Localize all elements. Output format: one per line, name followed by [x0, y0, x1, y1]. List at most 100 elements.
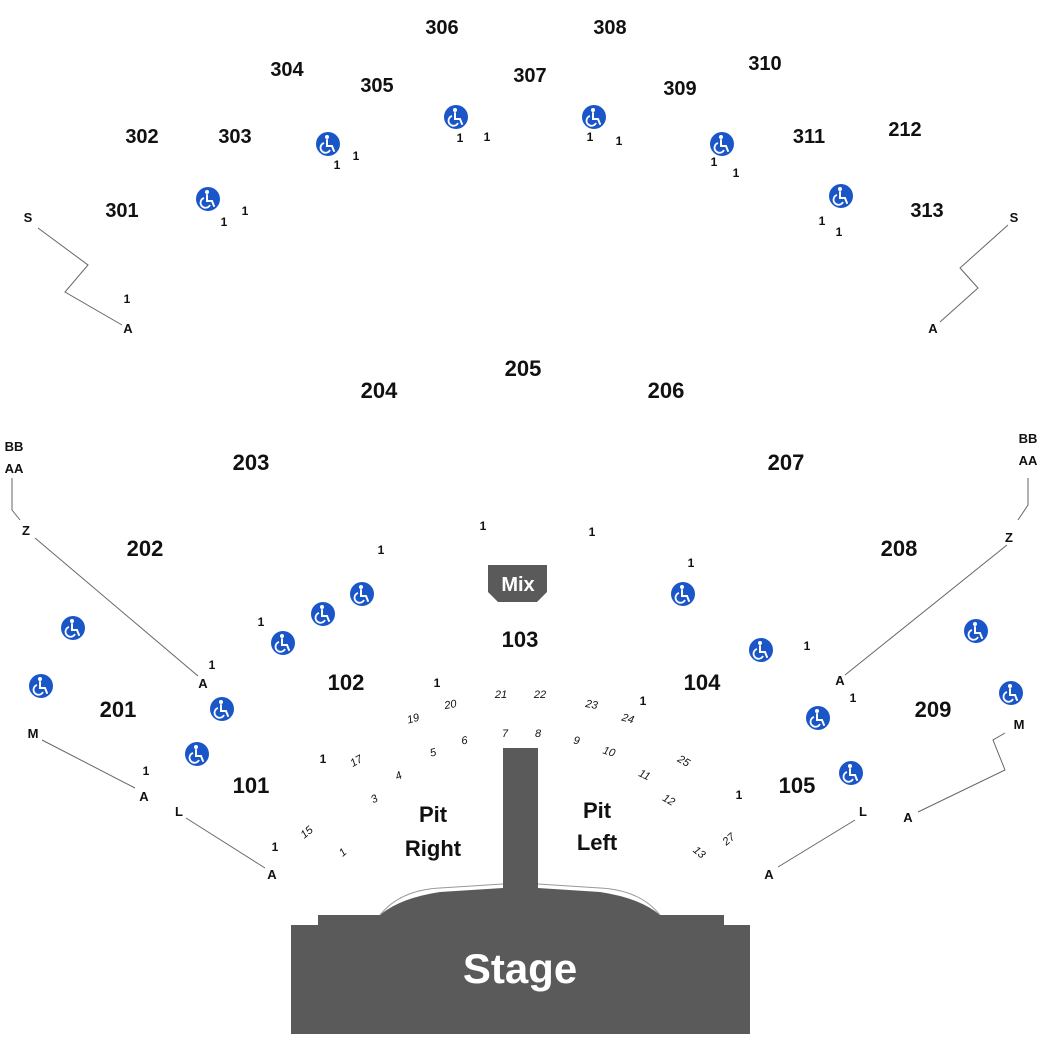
table-number: 24 [619, 711, 635, 726]
table-number: 11 [637, 767, 652, 783]
wheelchair-icon [310, 601, 336, 627]
wheelchair-icon [963, 618, 989, 644]
section-307[interactable]: 307 [513, 65, 546, 87]
table-number: 4 [393, 770, 404, 783]
row-label-a-101: A [267, 867, 277, 882]
pit-right-line2: Right [405, 836, 462, 861]
seat-1-label: 1 [819, 214, 826, 228]
mix-label: Mix [501, 574, 534, 596]
table-number: 22 [533, 689, 546, 701]
section-102[interactable]: 102 [328, 670, 365, 695]
seat-1-label: 1 [733, 166, 740, 180]
section-204[interactable]: 204 [361, 378, 398, 403]
wheelchair-icon [349, 581, 375, 607]
wheelchair-icon [838, 760, 864, 786]
row-guide-105 [777, 819, 856, 868]
section-303[interactable]: 303 [218, 126, 251, 148]
table-number: 12 [660, 792, 677, 809]
pit-left-line2: Left [577, 830, 618, 855]
pit-right[interactable]: Pit Right [405, 802, 462, 861]
seat-1-label: 1 [484, 130, 491, 144]
section-308[interactable]: 308 [593, 17, 626, 39]
seat-1-label: 1 [804, 639, 811, 653]
table-number: 6 [460, 734, 469, 747]
row-guide-208-top [1017, 478, 1029, 521]
section-206[interactable]: 206 [648, 378, 685, 403]
table-number: 23 [583, 698, 599, 712]
row-label-a-201: A [139, 789, 149, 804]
table-number: 10 [601, 745, 617, 760]
seat-1-label: 1 [242, 204, 249, 218]
wheelchair-icon [748, 637, 774, 663]
section-203[interactable]: 203 [233, 450, 270, 475]
row-label-l-105: L [859, 804, 867, 819]
seat-1-label: 1 [587, 130, 594, 144]
section-105[interactable]: 105 [779, 773, 816, 798]
section-104[interactable]: 104 [684, 670, 721, 695]
wheelchair-icon [195, 186, 221, 212]
row-guide-300-left [37, 227, 123, 326]
stage[interactable]: Stage [291, 748, 750, 1034]
section-313[interactable]: 313 [910, 200, 943, 222]
wheelchair-icon [805, 705, 831, 731]
table-number: 8 [535, 728, 542, 740]
wheelchair-icon [60, 615, 86, 641]
row-label-s-left: S [24, 210, 33, 225]
wheelchair-icon [209, 696, 235, 722]
section-101[interactable]: 101 [233, 773, 270, 798]
seat-1-label: 1 [589, 525, 596, 539]
row-guide-202 [34, 537, 199, 677]
row-label-a-300-right: A [928, 321, 938, 336]
table-number: 21 [494, 689, 507, 701]
row-guide-202-top [11, 478, 21, 521]
section-304[interactable]: 304 [270, 59, 304, 81]
wheelchair-icon [28, 673, 54, 699]
table-number: 13 [690, 844, 708, 862]
section-309[interactable]: 309 [663, 78, 696, 100]
section-201[interactable]: 201 [100, 697, 137, 722]
row-label-z-left: Z [22, 523, 30, 538]
seat-1-label: 1 [334, 158, 341, 172]
table-number: 3 [369, 792, 381, 806]
seat-1-label: 1 [850, 691, 857, 705]
row-label-bb-right: BB [1019, 431, 1038, 446]
seat-1-label: 1 [124, 292, 131, 306]
seat-1-label: 1 [221, 215, 228, 229]
row-label-l-101: L [175, 804, 183, 819]
row-label-z-right: Z [1005, 530, 1013, 545]
section-305[interactable]: 305 [360, 75, 393, 97]
pit-left[interactable]: Pit Left [577, 798, 618, 855]
section-208[interactable]: 208 [881, 536, 918, 561]
row-label-bb-left: BB [5, 439, 24, 454]
row-label-a-105: A [764, 867, 774, 882]
section-212[interactable]: 212 [888, 119, 921, 141]
section-205[interactable]: 205 [505, 356, 542, 381]
section-207[interactable]: 207 [768, 450, 805, 475]
row-guide-209 [917, 732, 1006, 813]
section-202[interactable]: 202 [127, 536, 164, 561]
table-number: 27 [720, 831, 739, 849]
section-301[interactable]: 301 [105, 200, 138, 222]
seat-1-label: 1 [480, 519, 487, 533]
seat-1-label: 1 [434, 676, 441, 690]
row-label-a-202: A [198, 676, 208, 691]
section-302[interactable]: 302 [125, 126, 158, 148]
row-label-a-300-left: A [123, 321, 133, 336]
wheelchair-icon [184, 741, 210, 767]
section-311[interactable]: 311 [793, 126, 825, 148]
seat-1-label: 1 [736, 788, 743, 802]
section-209[interactable]: 209 [915, 697, 952, 722]
seat-1-label: 1 [378, 543, 385, 557]
seat-1-label: 1 [209, 658, 216, 672]
table-number: 25 [674, 753, 692, 770]
section-103[interactable]: 103 [502, 627, 539, 652]
wheelchair-icon [270, 630, 296, 656]
row-label-s-right: S [1010, 210, 1019, 225]
seat-1-label: 1 [143, 764, 150, 778]
section-306[interactable]: 306 [425, 17, 458, 39]
stage-label: Stage [463, 945, 577, 992]
section-310[interactable]: 310 [748, 53, 781, 75]
row-label-aa-right: AA [1019, 453, 1038, 468]
